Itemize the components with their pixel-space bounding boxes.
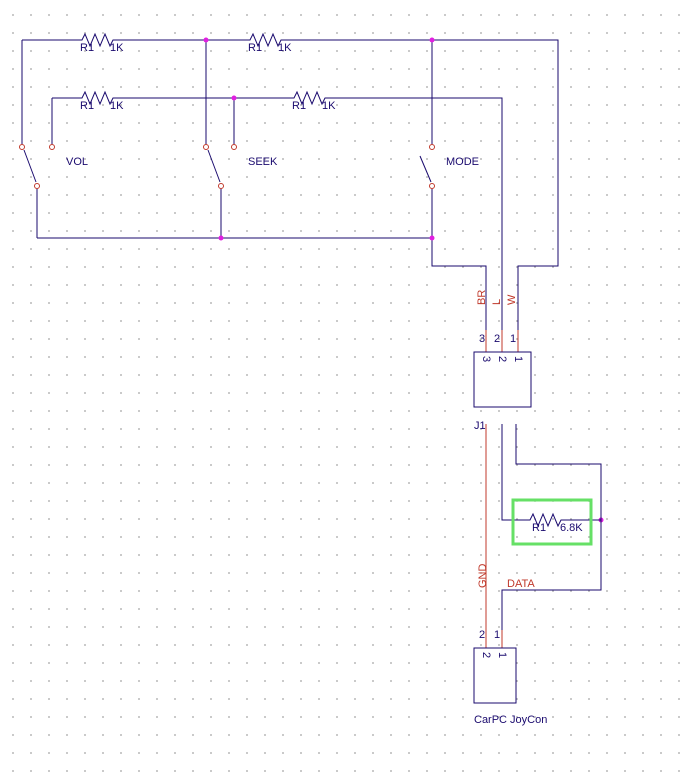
resistor-value: 1K <box>278 42 292 54</box>
resistor-ref: R1 <box>80 42 94 54</box>
resistor-value: 6.8K <box>560 522 583 534</box>
resistor-value: 1K <box>110 100 124 112</box>
resistor-r1-top-middle: R1 1K <box>236 32 292 54</box>
connector-name: CarPC JoyCon <box>474 714 547 726</box>
resistor-value: 1K <box>110 42 124 54</box>
junctions <box>203 37 604 523</box>
resistor-r1-second-left: R1 1K <box>68 90 124 112</box>
switch-label: VOL <box>66 156 88 168</box>
junction-dot <box>429 37 435 43</box>
junction-dot <box>218 235 224 241</box>
junction-dot <box>429 235 435 241</box>
junction-dot <box>203 37 209 43</box>
top-rail <box>21 39 559 330</box>
wire-label-l: L <box>491 299 503 305</box>
connector-carpc-joycon: 2 1 2 1 CarPC JoyCon <box>473 629 547 726</box>
common-rail <box>37 237 487 330</box>
resistor-ref: R1 <box>532 522 546 534</box>
wire-label-data: DATA <box>507 578 535 590</box>
switch-label: SEEK <box>248 156 278 168</box>
wire-labels-top: BR L W <box>476 290 518 305</box>
junction-dot <box>231 95 237 101</box>
switch-seek: SEEK <box>203 144 278 238</box>
wire-label-br: BR <box>476 290 488 305</box>
pin-label: 2 <box>479 629 485 641</box>
second-rail <box>51 97 503 330</box>
wire-label-w: W <box>506 294 518 305</box>
connector-ref: J1 <box>474 420 486 432</box>
pin-label: 2 <box>494 333 500 345</box>
pin-number: 3 <box>480 356 492 362</box>
pin-number: 1 <box>512 356 524 362</box>
switch-label: MODE <box>446 156 479 168</box>
resistor-r1-6-8k: R1 6.8K <box>511 498 593 546</box>
pin-label: 3 <box>479 333 485 345</box>
resistor-ref: R1 <box>248 42 262 54</box>
selection-highlight <box>511 498 593 546</box>
pin-label: 1 <box>494 629 500 641</box>
wire-label-gnd: GND <box>477 564 489 589</box>
resistor-value: 1K <box>322 100 336 112</box>
pin-label: 1 <box>510 333 516 345</box>
resistor-r1-second-right: R1 1K <box>280 90 336 112</box>
lower-wiring <box>485 424 602 630</box>
switch-mode: MODE <box>419 144 479 238</box>
connector-j1: 3 2 1 3 2 1 J1 <box>473 330 532 432</box>
pin-number: 2 <box>480 652 492 658</box>
pin-number: 2 <box>496 356 508 362</box>
resistor-r1-top-left: R1 1K <box>68 32 124 54</box>
pin-number: 1 <box>496 652 508 658</box>
switch-vol: VOL <box>19 106 88 238</box>
resistor-ref: R1 <box>80 100 94 112</box>
resistor-ref: R1 <box>292 100 306 112</box>
